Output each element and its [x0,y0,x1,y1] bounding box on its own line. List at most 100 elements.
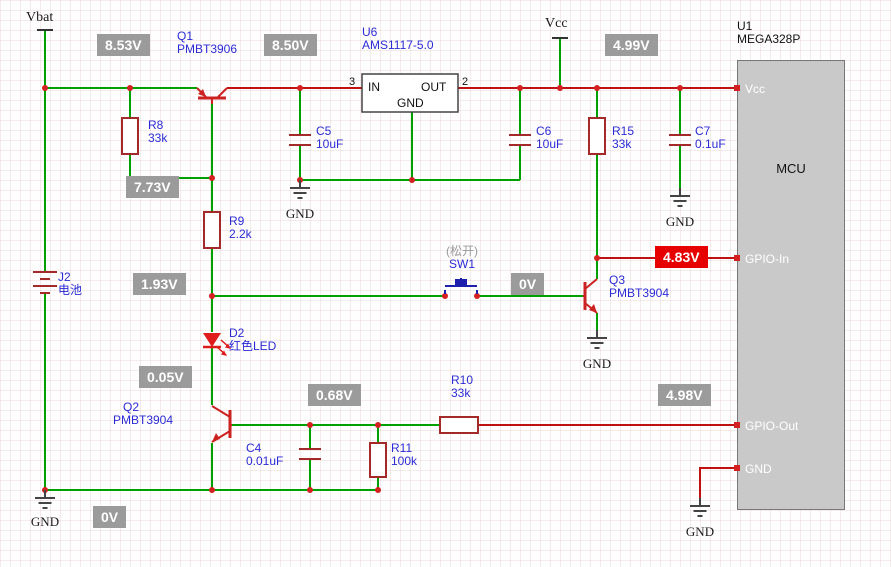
u6-pin-in-label: IN [368,80,380,94]
r8-ref-label: R8 [148,118,164,132]
voltage-badge-vcc-rail: 4.99V [605,34,658,56]
r8-label: R8 33k [148,119,167,145]
q2-label: Q2 PMBT3904 [113,401,173,427]
r15-ref-label: R15 [612,124,635,138]
r9-ref-label: R9 [229,214,245,228]
u6-value-label: AMS1117-5.0 [362,38,434,52]
q1-ref-label: Q1 [177,29,194,43]
voltage-badge-sw-left: 1.93V [133,273,186,295]
voltage-badge-vbat-rail: 8.53V [97,34,150,56]
r15-label: R15 33k [612,125,634,151]
u6-pin-out-label: OUT [421,80,447,94]
q2-value-label: PMBT3904 [113,413,174,427]
sw1-ref-label: SW1 [448,257,475,271]
resistor-r15-symbol[interactable] [588,117,606,155]
u6-pin-gnd-label: GND [397,96,424,110]
voltage-badge-gnd-rail: 0V [93,506,127,528]
mcu-core-label: MCU [776,161,806,176]
mcu-pin-vcc-label: Vcc [745,82,766,96]
transistor-q1-symbol[interactable] [196,87,228,104]
junction-dots [42,85,740,493]
resistor-r8-symbol[interactable] [121,117,139,155]
capacitor-c7-symbol[interactable] [669,134,691,146]
c7-label: C7 0.1uF [695,125,726,151]
mcu-pin-gpio-out-label: GPIO-Out [745,419,799,433]
c4-label: C4 0.01uF [246,442,283,468]
resistor-r11-symbol[interactable] [369,442,387,478]
r9-value-label: 2.2k [229,227,252,241]
u1-ref-label: U1 [737,19,753,33]
q3-value-label: PMBT3904 [609,286,670,300]
mcu-u1-block[interactable]: Vcc MCU GPIO-In GPIO-Out GND [737,60,845,510]
resistor-r9-symbol[interactable] [203,211,221,249]
mcu-pin-gnd-label: GND [745,462,772,476]
c6-value-label: 10uF [536,137,564,151]
u6-label: U6 AMS1117-5.0 [362,26,434,52]
r15-value-label: 33k [612,137,632,151]
u6-pin-number-2: 2 [462,76,469,88]
vbat-label: Vbat [26,10,54,25]
voltage-badge-gpio-out: 4.98V [658,384,711,406]
j2-ref-label: J2 [58,270,71,284]
c5-ref-label: C5 [316,124,332,138]
battery-j2-symbol[interactable] [33,271,57,294]
r11-ref-label: R11 [391,441,413,455]
gnd-symbols [35,180,710,517]
q3-ref-label: Q3 [609,273,626,287]
c4-value-label: 0.01uF [246,454,284,468]
gnd-label-vbat: GND [30,514,60,529]
resistor-r10-symbol[interactable] [439,416,479,434]
voltage-badge-q2-base: 0.68V [308,384,361,406]
c5-label: C5 10uF [316,125,343,151]
transistor-q3-symbol[interactable] [583,278,598,314]
gnd-label-mcu: GND [685,524,715,539]
u1-label: U1 MEGA328P [737,20,800,46]
r8-value-label: 33k [148,131,168,145]
voltage-badge-gpio-in: 4.83V [655,246,708,268]
voltage-badge-led-cathode: 0.05V [139,366,192,388]
c5-value-label: 10uF [316,137,344,151]
r10-label: R10 33k [451,374,473,400]
c7-ref-label: C7 [695,124,711,138]
green-wires [44,30,681,491]
voltage-badge-q1-base: 7.73V [126,176,179,198]
r9-label: R9 2.2k [229,215,252,241]
r11-value-label: 100k [391,454,418,468]
d2-ref-label: D2 [229,326,245,340]
capacitor-c5-symbol[interactable] [289,134,311,146]
sw1-state-label: (松开) [446,244,478,258]
regulator-u6-symbol[interactable] [361,73,459,113]
capacitor-c4-symbol[interactable] [299,448,321,460]
r11-label: R11 100k [391,442,417,468]
voltage-badge-reg-in: 8.50V [264,34,317,56]
d2-value-label: 红色LED [229,339,277,353]
gnd-label-q3: GND [582,356,612,371]
gnd-label-c7: GND [665,214,695,229]
q1-value-label: PMBT3906 [177,42,238,56]
u6-ref-label: U6 [362,25,378,39]
q2-ref-label: Q2 [123,400,140,414]
sw1-label: (松开) SW1 [432,245,492,271]
led-d2-symbol[interactable] [203,333,231,356]
gnd-label-c5: GND [285,206,315,221]
u1-part-label: MEGA328P [737,32,801,46]
capacitor-c6-symbol[interactable] [509,134,531,146]
r10-ref-label: R10 [451,373,474,387]
d2-label: D2 红色LED [229,327,276,353]
vcc-label: Vcc [545,16,568,31]
transistor-q2-symbol[interactable] [211,405,232,443]
c6-ref-label: C6 [536,124,552,138]
q3-label: Q3 PMBT3904 [609,274,669,300]
j2-label: J2 电池 [58,271,82,297]
mcu-pin-gpio-in-label: GPIO-In [745,252,790,266]
c4-ref-label: C4 [246,441,262,455]
pushbutton-sw1-symbol[interactable] [444,278,478,294]
r10-value-label: 33k [451,386,471,400]
voltage-badge-sw-right: 0V [511,273,545,295]
q1-label: Q1 PMBT3906 [177,30,237,56]
u6-pin-number-3: 3 [349,76,356,88]
j2-value-label: 电池 [58,283,83,297]
c7-value-label: 0.1uF [695,137,726,151]
c6-label: C6 10uF [536,125,563,151]
